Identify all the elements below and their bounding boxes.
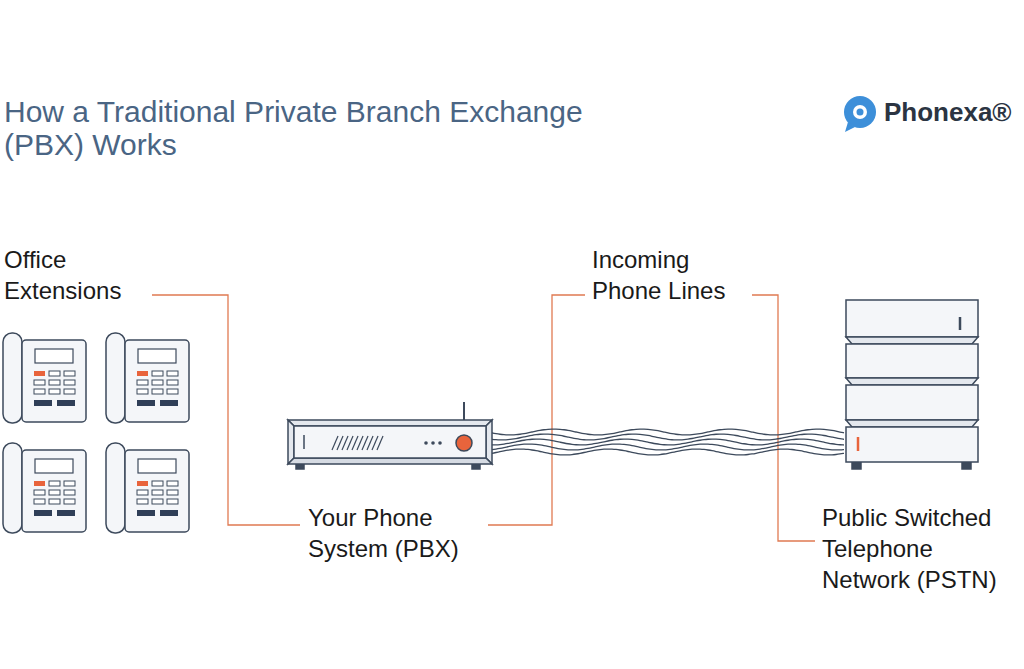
pstn-server bbox=[846, 300, 978, 469]
callout-label: Office Extensions bbox=[4, 244, 154, 306]
logo-icon bbox=[844, 96, 876, 132]
callout-label: Incoming Phone Lines bbox=[592, 244, 752, 306]
office-phones bbox=[3, 333, 189, 533]
pbx-device bbox=[288, 402, 492, 469]
phone-line bbox=[488, 449, 844, 455]
callout-label: Public Switched Telephone Network (PSTN) bbox=[822, 502, 1018, 595]
title: How a Traditional Private Branch Exchang… bbox=[4, 95, 644, 161]
logo-text: Phonexa® bbox=[884, 97, 1020, 127]
callout-label: Your Phone System (PBX) bbox=[308, 502, 483, 564]
incoming-lines bbox=[488, 429, 844, 455]
leader-lines bbox=[152, 295, 815, 541]
